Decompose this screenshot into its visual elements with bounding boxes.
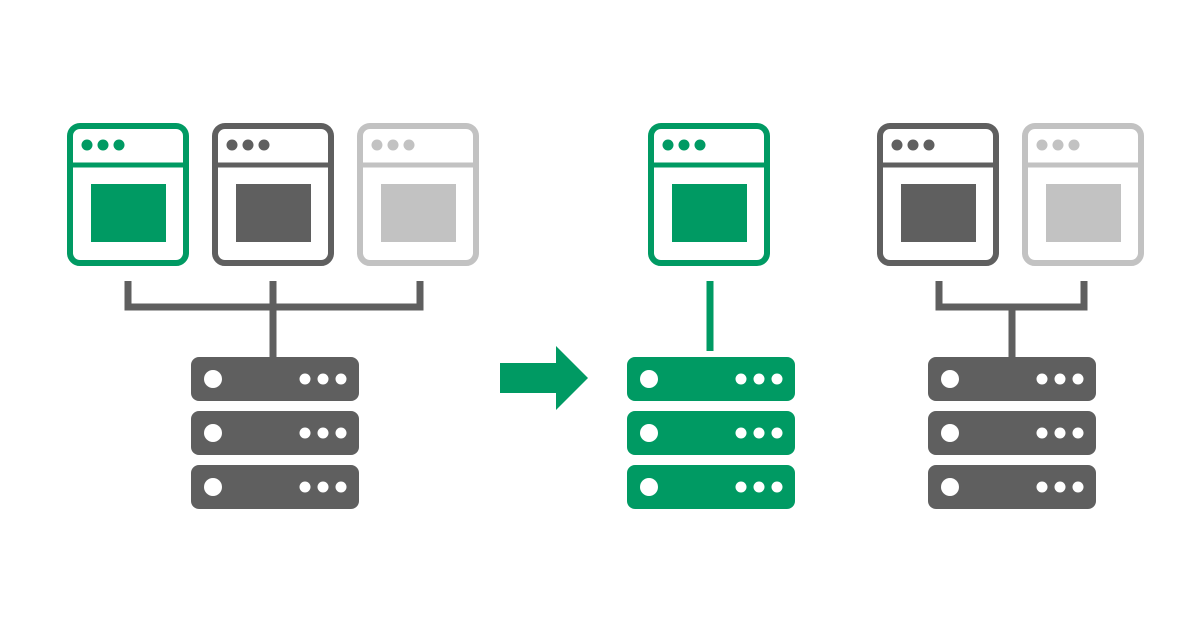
window-dot-icon — [1052, 139, 1064, 151]
server-led-icon — [753, 481, 765, 493]
window-dot-icon — [387, 139, 399, 151]
server-led-icon — [335, 427, 347, 439]
browser-window-icon — [877, 123, 999, 266]
before-group — [67, 123, 479, 509]
server-power-icon — [941, 478, 959, 496]
window-dot-icon — [226, 139, 238, 151]
window-dot-icon — [1068, 139, 1080, 151]
server-led-icon — [335, 481, 347, 493]
browser-window-icon — [67, 123, 189, 266]
server-unit — [191, 465, 359, 509]
arrow-shape — [500, 346, 588, 410]
browser-window-icon — [357, 123, 479, 266]
server-unit — [627, 411, 795, 455]
server-led-icon — [1036, 373, 1048, 385]
server-led-icon — [735, 481, 747, 493]
after-group-1 — [627, 123, 795, 509]
window-dot-icon — [81, 139, 93, 151]
server-power-icon — [204, 424, 222, 442]
window-dot-icon — [403, 139, 415, 151]
server-led-icon — [1054, 481, 1066, 493]
server-led-icon — [735, 373, 747, 385]
server-led-icon — [1072, 427, 1084, 439]
server-power-icon — [204, 370, 222, 388]
server-led-icon — [753, 427, 765, 439]
window-dot-icon — [242, 139, 254, 151]
window-dot-icon — [662, 139, 674, 151]
server-unit — [928, 411, 1096, 455]
server-led-icon — [299, 481, 311, 493]
server-led-icon — [317, 427, 329, 439]
server-led-icon — [735, 427, 747, 439]
server-power-icon — [640, 370, 658, 388]
server-unit — [928, 465, 1096, 509]
server-led-icon — [1072, 373, 1084, 385]
after-group-2 — [877, 123, 1144, 509]
server-led-icon — [317, 481, 329, 493]
server-led-icon — [1072, 481, 1084, 493]
server-rack-icon — [191, 357, 359, 509]
window-content-block — [91, 184, 166, 242]
window-dot-icon — [891, 139, 903, 151]
server-led-icon — [753, 373, 765, 385]
server-unit — [627, 465, 795, 509]
server-unit — [928, 357, 1096, 401]
server-led-icon — [1036, 427, 1048, 439]
window-dot-icon — [1036, 139, 1048, 151]
window-content-block — [236, 184, 311, 242]
server-led-icon — [1054, 427, 1066, 439]
before-app-windows — [67, 123, 479, 266]
window-dot-icon — [113, 139, 125, 151]
window-content-block — [1046, 184, 1121, 242]
server-led-icon — [771, 427, 783, 439]
server-led-icon — [299, 373, 311, 385]
server-rack-icon — [928, 357, 1096, 509]
server-power-icon — [941, 370, 959, 388]
after-2-connector — [935, 281, 1088, 357]
browser-window-icon — [212, 123, 334, 266]
server-unit — [191, 411, 359, 455]
server-power-icon — [640, 478, 658, 496]
window-dot-icon — [694, 139, 706, 151]
server-unit — [627, 357, 795, 401]
server-led-icon — [771, 373, 783, 385]
server-power-icon — [941, 424, 959, 442]
before-connector — [124, 281, 424, 357]
window-content-block — [672, 184, 747, 242]
window-content-block — [381, 184, 456, 242]
arrow-right-icon — [500, 346, 588, 410]
server-led-icon — [1054, 373, 1066, 385]
browser-window-icon — [1022, 123, 1144, 266]
server-rack-icon — [627, 357, 795, 509]
window-dot-icon — [97, 139, 109, 151]
server-unit — [191, 357, 359, 401]
server-power-icon — [640, 424, 658, 442]
server-led-icon — [1036, 481, 1048, 493]
server-led-icon — [299, 427, 311, 439]
window-dot-icon — [258, 139, 270, 151]
server-led-icon — [771, 481, 783, 493]
server-led-icon — [317, 373, 329, 385]
window-dot-icon — [371, 139, 383, 151]
window-content-block — [901, 184, 976, 242]
server-power-icon — [204, 478, 222, 496]
window-dot-icon — [907, 139, 919, 151]
server-led-icon — [335, 373, 347, 385]
window-dot-icon — [923, 139, 935, 151]
browser-window-icon — [648, 123, 770, 266]
connector-line — [935, 281, 1088, 311]
window-dot-icon — [678, 139, 690, 151]
